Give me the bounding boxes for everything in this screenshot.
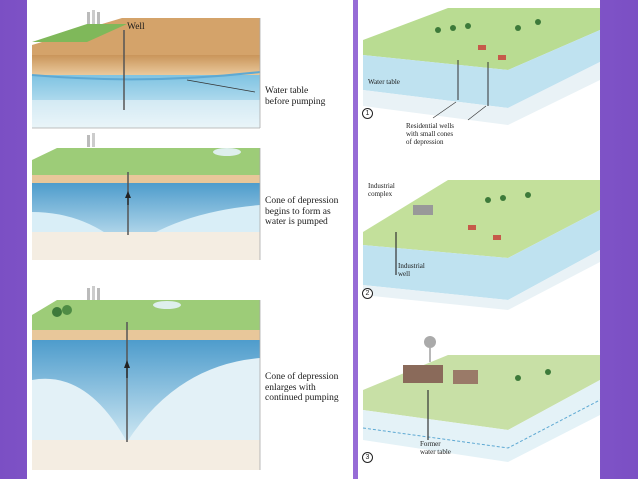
building-icon — [453, 370, 478, 384]
tree-icon — [450, 25, 456, 31]
silo-icon — [87, 288, 90, 300]
tree-icon — [52, 307, 62, 317]
house-icon — [478, 45, 486, 50]
left-diagram-panel: Well Water table before pumping Cone of … — [27, 0, 353, 479]
block2-soil — [32, 175, 260, 183]
block1-deep-zone — [32, 100, 260, 128]
tree-icon — [435, 27, 441, 33]
block2-cone-of-depression — [32, 183, 260, 250]
silo-icon — [97, 288, 100, 300]
tree-icon — [525, 192, 531, 198]
irrigation-spray — [153, 301, 181, 309]
panel1-deep-zone — [363, 62, 600, 125]
block3-cone-of-depression — [32, 340, 260, 442]
block1-grass-patch — [32, 24, 127, 42]
land-use-diagram — [362, 8, 600, 462]
up-arrow-icon — [125, 191, 131, 198]
up-arrow-icon — [124, 360, 130, 368]
house-icon — [498, 55, 506, 60]
silo-icon — [92, 133, 95, 147]
block3-soil — [32, 330, 260, 340]
block-before-pumping — [31, 10, 261, 129]
tree-icon — [465, 23, 471, 29]
factory-icon — [403, 365, 443, 383]
panel1-water-zone — [363, 30, 600, 108]
tree-icon — [485, 197, 491, 203]
block1-water-table-line — [31, 71, 261, 81]
caption-cone-enlarges: Cone of depression enlarges with continu… — [265, 372, 339, 403]
block1-top-surface — [32, 18, 260, 55]
tree-icon — [500, 195, 506, 201]
residential-wells-label: Residential wells with small cones of de… — [406, 122, 455, 146]
silo-icon — [92, 10, 95, 24]
block3-sediment — [32, 440, 260, 470]
block3-grass-surface — [32, 300, 260, 330]
tree-icon — [535, 19, 541, 25]
irrigation-spray — [213, 148, 241, 156]
tree-icon — [545, 369, 551, 375]
block2-grass-surface — [32, 148, 260, 175]
industrial-complex-label: Industrial complex — [368, 182, 395, 198]
panel-number-3: 3 — [362, 452, 373, 463]
right-diagram-panel: Water table Residential wells with small… — [358, 0, 600, 479]
silo-icon — [97, 12, 100, 24]
block-cone-enlarges — [32, 286, 261, 470]
panel-number-1: 1 — [362, 108, 373, 119]
panel2-land-surface — [363, 180, 600, 258]
caption-before-pumping: Water table before pumping — [265, 86, 326, 107]
water-tower-icon — [424, 336, 436, 348]
tree-icon — [515, 375, 521, 381]
former-water-table-label: Former water table — [420, 440, 451, 456]
aquifer-pumping-diagram — [31, 10, 261, 470]
caption-cone-begins: Cone of depression begins to form as wat… — [265, 196, 339, 227]
former-water-table-line — [362, 399, 600, 449]
city-block — [362, 336, 600, 462]
industrial-block — [363, 180, 600, 310]
caption-leader-line — [186, 79, 256, 93]
residential-block — [363, 8, 600, 125]
industrial-well-label: Industrial well — [398, 262, 425, 278]
tree-icon — [515, 25, 521, 31]
house-icon — [468, 225, 476, 230]
water-table-label: Water table — [368, 78, 400, 86]
tree-icon — [62, 305, 72, 315]
panel-number-2: 2 — [362, 288, 373, 299]
silo-icon — [87, 12, 90, 24]
panel3-water-zone — [363, 380, 600, 462]
panel2-deep-zone — [363, 250, 600, 310]
silo-icon — [87, 135, 90, 147]
house-icon — [493, 235, 501, 240]
silo-icon — [92, 286, 95, 300]
block2-sediment — [32, 232, 260, 260]
block-cone-begins — [32, 133, 261, 260]
panel2-water-zone — [363, 210, 600, 300]
block1-soil — [32, 55, 260, 75]
well-label: Well — [127, 22, 145, 32]
panel1-land-surface — [363, 8, 600, 70]
factory-icon — [413, 205, 433, 215]
